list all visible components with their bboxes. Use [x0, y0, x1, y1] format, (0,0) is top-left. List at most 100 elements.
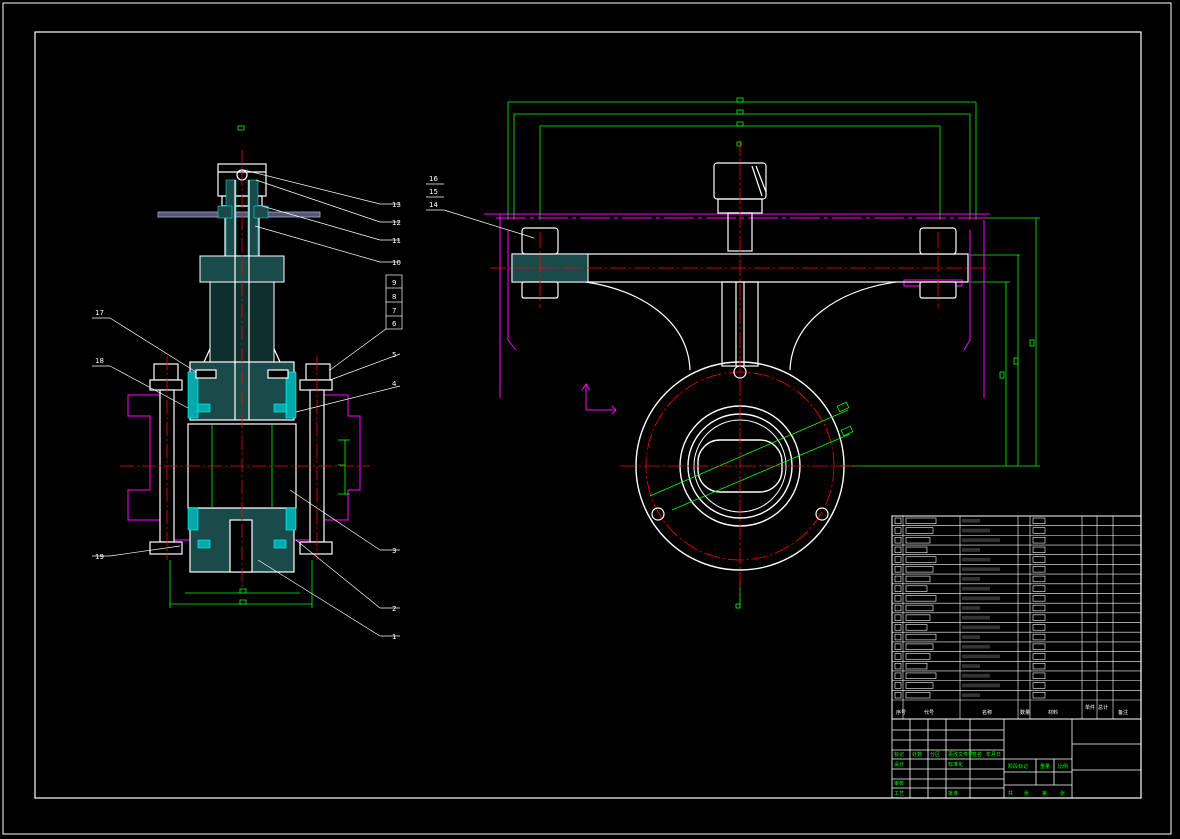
review-total: 共	[1008, 790, 1013, 797]
bom-code-cell	[905, 517, 937, 524]
bom-code-cell	[905, 537, 931, 544]
callout-leaders	[92, 169, 403, 637]
section-view: 13 12 11 10 9 8 7 6 5 4 3 2 1 17 18 19	[92, 125, 403, 641]
bom-name-cell	[962, 557, 990, 562]
callout-17: 17	[95, 309, 104, 317]
bom-material-cell	[1032, 653, 1046, 660]
bom-name-cell	[962, 664, 980, 668]
review-sheet-2: 张	[1060, 790, 1065, 797]
callout-10: 10	[392, 259, 401, 267]
callout-2: 2	[392, 605, 396, 613]
approve-design: 设计	[894, 761, 904, 768]
bom-name-cell	[962, 673, 990, 678]
approve-stage: 阶段标记	[1008, 763, 1028, 770]
section-indicator	[649, 401, 854, 511]
hdr-unit: 单件	[1085, 704, 1095, 711]
bom-code-cell	[905, 595, 937, 602]
bom-code-cell	[905, 546, 928, 554]
callout-18: 18	[95, 357, 104, 365]
bom-material-cell	[1032, 672, 1046, 679]
bom-seq-cell	[894, 662, 902, 670]
sign-count: 处数	[912, 751, 922, 758]
bom-seq-cell	[894, 595, 902, 602]
signoff-labels: 标记 处数 分区 更改文件号 签名 年月日 设计 标准化 阶段标记 重量 比例 …	[894, 751, 1068, 797]
bom-code-cell	[905, 682, 934, 689]
bom-code-cell	[905, 662, 928, 670]
bom-seq-cell	[894, 585, 902, 592]
bom-name-cell	[962, 625, 1000, 630]
bom-code-cell	[905, 643, 934, 650]
review-check: 审核	[894, 780, 904, 787]
sign-change-doc: 更改文件号	[948, 751, 973, 758]
title-block: 序号 代号 名称 数量 材料 单件 总计 备注	[891, 515, 1142, 799]
callout-19: 19	[95, 553, 104, 561]
bom-seq-cell	[894, 633, 902, 641]
front-callouts	[426, 183, 535, 239]
front-dimensions	[507, 97, 1040, 609]
bom-material-cell	[1032, 614, 1046, 621]
bom-material-cell	[1032, 662, 1046, 670]
bom-code-cell	[905, 653, 931, 660]
bom-name-cell	[962, 548, 980, 552]
review-sheet-1: 张	[1024, 790, 1029, 797]
inner-drawing-frame	[34, 31, 1142, 799]
bom-name-cell	[962, 586, 990, 591]
callout-12: 12	[392, 219, 401, 227]
hdr-code: 代号	[924, 709, 934, 716]
bom-material-cell	[1032, 556, 1046, 563]
arched-supports	[585, 281, 897, 371]
bom-code-cell	[905, 614, 931, 621]
review-process: 工艺	[894, 791, 904, 797]
front-hidden-housing	[484, 213, 990, 415]
callout-1: 1	[392, 633, 396, 641]
sign-mark: 标记	[894, 751, 904, 758]
bom-name-cell	[962, 596, 1000, 601]
bom-name-cell	[962, 528, 990, 533]
front-centerlines	[490, 140, 990, 596]
bom-seq-cell	[894, 672, 902, 679]
bom-name-cell	[962, 567, 1000, 572]
bom-material-cell	[1032, 633, 1046, 641]
bom-seq-cell	[894, 556, 902, 563]
bom-code-cell	[905, 672, 937, 679]
bom-name-cell	[962, 519, 980, 523]
bom-name-cell	[962, 654, 1000, 659]
callout-5: 5	[392, 351, 396, 359]
bom-seq-cell	[894, 566, 902, 573]
bom-code-cell	[905, 527, 934, 534]
callout-16: 16	[429, 175, 438, 183]
review-no: 第	[1042, 790, 1047, 797]
shaft	[229, 180, 253, 573]
bom-material-cell	[1032, 595, 1046, 602]
bom-seq-cell	[894, 624, 902, 631]
callout-13: 13	[392, 201, 401, 209]
bom-seq-cell	[894, 537, 902, 544]
bom-name-cell	[962, 644, 990, 649]
callout-15: 15	[429, 188, 438, 196]
bom-seq-cell	[894, 517, 902, 524]
bom-material-cell	[1032, 643, 1046, 650]
bom-name-cell	[962, 635, 980, 639]
bom-name-cell	[962, 615, 990, 620]
callout-11: 11	[392, 237, 401, 245]
bom-header: 序号 代号 名称 数量 材料 单件 总计 备注	[896, 704, 1128, 716]
hdr-material: 材料	[1048, 709, 1058, 716]
approve-scale: 比例	[1058, 763, 1068, 770]
bom-material-cell	[1032, 585, 1046, 592]
bom-name-cell	[962, 683, 1000, 688]
hdr-name: 名称	[982, 709, 992, 716]
callout-6: 6	[392, 320, 397, 328]
sign-zone: 分区	[930, 751, 940, 758]
bom-material-cell	[1032, 692, 1046, 699]
approve-standard: 标准化	[948, 761, 963, 768]
hdr-seq: 序号	[896, 709, 906, 716]
hdr-remark: 备注	[1118, 709, 1128, 716]
front-view: 16 15 14	[426, 97, 1040, 609]
bom-code-cell	[905, 692, 931, 699]
bom-seq-cell	[894, 692, 902, 699]
bom-material-cell	[1032, 682, 1046, 689]
bom-seq-cell	[894, 527, 902, 534]
bom-rows	[892, 515, 1141, 719]
